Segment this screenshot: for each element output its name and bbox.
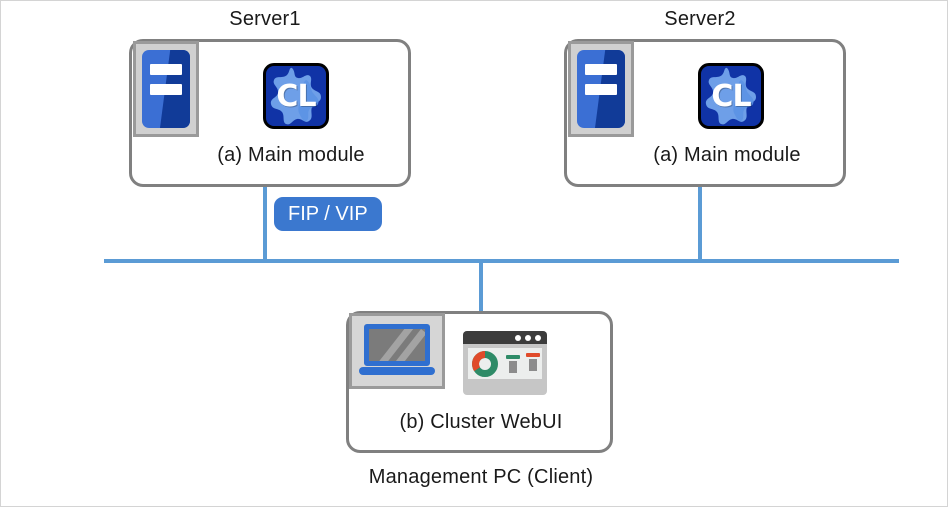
donut-chart-icon	[472, 351, 498, 377]
cl-icon-label: CL	[711, 78, 751, 114]
window-dot-icon	[525, 335, 531, 341]
rack-slot-1	[150, 64, 182, 75]
cl-splash-shape	[705, 67, 756, 125]
fip-vip-badge[interactable]: FIP / VIP	[274, 197, 382, 231]
management-pc-caption: Management PC (Client)	[368, 466, 594, 488]
cl-app-icon[interactable]: CL	[263, 63, 329, 129]
cl-splash-shape	[270, 67, 321, 125]
network-bus	[104, 259, 899, 263]
rack-body	[142, 50, 190, 128]
client-network-link	[479, 259, 483, 313]
server2-network-link	[698, 187, 702, 263]
rack-slot-2	[585, 84, 617, 95]
cl-icon-label: CL	[276, 78, 316, 114]
laptop-screen	[364, 324, 430, 366]
cluster-webui-label: (b) Cluster WebUI	[399, 411, 563, 433]
server-rack-icon	[133, 41, 199, 137]
window-dot-icon	[535, 335, 541, 341]
server1-module-label: (a) Main module	[217, 144, 365, 166]
server-rack-icon	[568, 41, 634, 137]
rack-slot-1	[585, 64, 617, 75]
browser-title-bar	[463, 331, 547, 344]
server1-title: Server1	[229, 8, 301, 30]
laptop-icon	[349, 313, 445, 389]
rack-slot-2	[150, 84, 182, 95]
server2-module-label: (a) Main module	[653, 144, 801, 166]
server2-title: Server2	[664, 8, 736, 30]
laptop-base	[359, 367, 435, 375]
cl-app-icon[interactable]: CL	[698, 63, 764, 129]
rack-body	[577, 50, 625, 128]
window-dot-icon	[515, 335, 521, 341]
browser-content-panel	[468, 348, 542, 379]
server1-network-link	[263, 187, 267, 263]
browser-dashboard-icon[interactable]	[463, 331, 547, 395]
